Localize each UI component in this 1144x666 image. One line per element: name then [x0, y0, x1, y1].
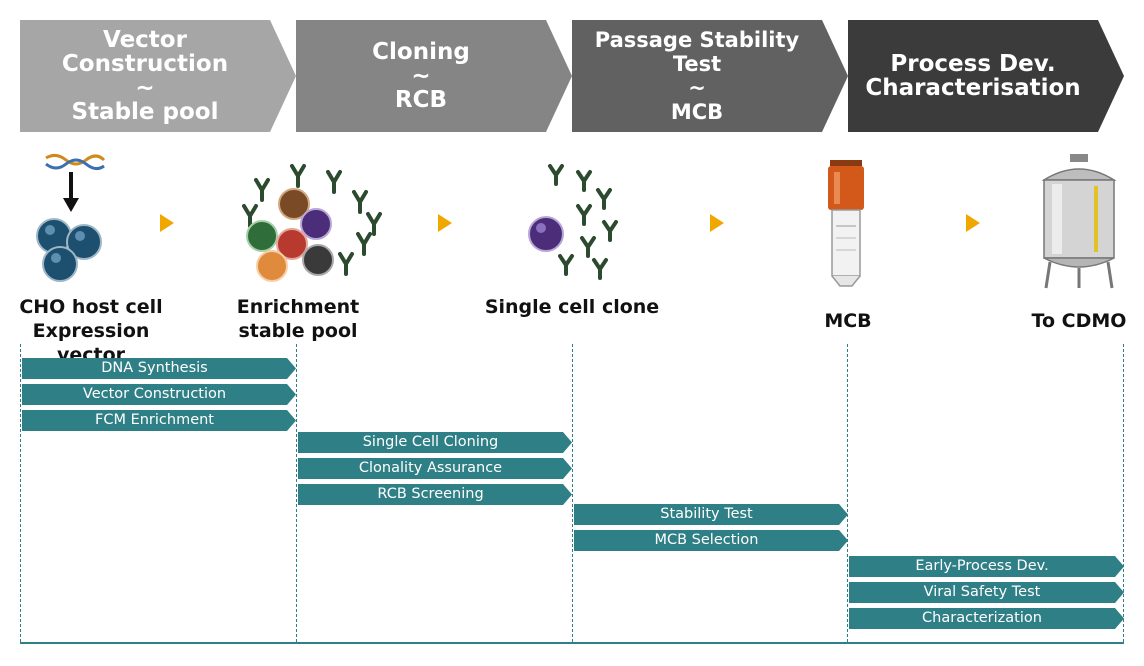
task-bar: Characterization	[849, 608, 1124, 629]
task-bar: FCM Enrichment	[22, 410, 296, 431]
stage-divider-line	[20, 344, 21, 642]
chevron-shape	[848, 20, 1124, 132]
stage-title: Vector Construction ~ Stable pool	[61, 27, 229, 125]
stage-header-passage-stability: Passage Stability Test ~ MCB	[572, 20, 848, 132]
milestone-label-enrichment-pool: Enrichment stable pool	[236, 296, 360, 342]
chevron-shape	[20, 20, 296, 132]
timeline-baseline	[20, 642, 1124, 644]
stage-divider-line	[1123, 344, 1124, 642]
task-label: RCB Screening	[377, 486, 484, 502]
task-label: Clonality Assurance	[358, 460, 503, 476]
flow-arrow-icon	[438, 214, 452, 232]
stage-divider-line	[847, 344, 848, 642]
stage-header-vector-construction: Vector Construction ~ Stable pool	[20, 20, 296, 132]
task-bar: RCB Screening	[298, 484, 572, 505]
cho-cell-dna-icon	[36, 153, 106, 282]
task-bar: Single Cell Cloning	[298, 432, 572, 453]
task-bar: Clonality Assurance	[298, 458, 572, 479]
stage-divider-line	[572, 344, 573, 642]
flow-arrow-icon	[966, 214, 980, 232]
stage-title: Cloning ~ RCB	[372, 39, 470, 113]
chevron-shape	[572, 20, 848, 132]
task-bar: Viral Safety Test	[849, 582, 1124, 603]
stage-header-process-dev: Process Dev. Characterisation	[848, 20, 1124, 132]
task-bar: Vector Construction	[22, 384, 296, 405]
task-label: FCM Enrichment	[94, 412, 214, 428]
flow-arrow-icon	[160, 214, 174, 232]
task-bar: Early-Process Dev.	[849, 556, 1124, 577]
milestone-label-mcb: MCB	[824, 310, 872, 332]
task-bar: Stability Test	[574, 504, 848, 525]
single-cell-clone-icon	[528, 164, 618, 280]
chevron-shape	[296, 20, 572, 132]
task-bar: MCB Selection	[574, 530, 848, 551]
task-label: Viral Safety Test	[923, 584, 1041, 600]
milestone-label-single-clone: Single cell clone	[484, 296, 660, 318]
cryovial-icon	[828, 160, 864, 287]
task-label: Vector Construction	[82, 386, 227, 402]
stage-header-cloning: Cloning ~ RCB	[296, 20, 572, 132]
stage-divider-line	[296, 344, 297, 642]
milestone-label-cho-host: CHO host cell Expression vector	[19, 296, 163, 366]
task-bar: DNA Synthesis	[22, 358, 296, 379]
milestone-label-to-cdmo: To CDMO	[1031, 310, 1127, 332]
bioreactor-tank-icon	[1041, 154, 1117, 289]
task-label: DNA Synthesis	[101, 360, 208, 376]
task-label: Characterization	[922, 610, 1042, 626]
flow-arrow-icon	[710, 214, 724, 232]
task-label: Early-Process Dev.	[915, 558, 1049, 574]
stage-title: Passage Stability Test ~ MCB	[594, 28, 800, 124]
task-label: MCB Selection	[654, 532, 759, 548]
task-label: Single Cell Cloning	[362, 434, 499, 450]
mixed-cell-pool-icon	[242, 164, 382, 282]
task-label: Stability Test	[660, 506, 753, 522]
stage-title: Process Dev. Characterisation	[865, 51, 1081, 101]
